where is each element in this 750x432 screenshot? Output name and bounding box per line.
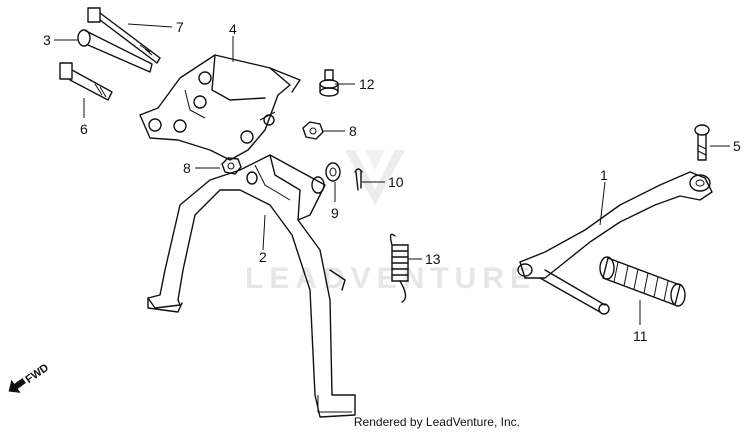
callout-8-upper: 8 [349, 123, 357, 139]
washer-9 [325, 162, 341, 182]
forward-arrow-icon [8, 378, 26, 393]
bolt-3 [77, 29, 153, 73]
callout-5: 5 [733, 138, 741, 154]
bolt-5 [694, 124, 710, 161]
nut-8-lower [221, 157, 242, 175]
bolt-7 [87, 7, 161, 64]
cotter-pin-10 [354, 168, 363, 191]
watermark-text: LEADVENTURE [245, 262, 536, 295]
callout-12: 12 [359, 76, 375, 92]
main-stand-2 [147, 154, 356, 418]
callout-7: 7 [176, 19, 184, 35]
bolt-6 [59, 62, 113, 101]
nut-8-upper [302, 121, 324, 140]
spring-13 [389, 233, 409, 303]
watermark: LEADVENTURE [245, 150, 536, 295]
callout-8-lower: 8 [183, 160, 191, 176]
callout-11: 11 [633, 328, 648, 344]
callout-1: 1 [600, 167, 608, 183]
fwd-arrow: FWD [8, 362, 51, 393]
callouts: 7 3 4 12 6 8 8 10 9 2 13 1 5 11 [43, 19, 741, 344]
leader-lines [54, 23, 730, 325]
rubber-12 [319, 69, 339, 97]
callout-2: 2 [259, 249, 267, 265]
callout-13: 13 [425, 251, 441, 267]
render-credit: Rendered by LeadVenture, Inc. [353, 415, 520, 429]
rubber-grip-11 [599, 256, 686, 307]
kick-arm-1 [517, 171, 713, 315]
callout-6: 6 [80, 121, 88, 137]
callout-4: 4 [229, 21, 237, 37]
callout-3: 3 [43, 32, 51, 48]
callout-9: 9 [331, 205, 339, 221]
fwd-label: FWD [24, 362, 51, 386]
callout-10: 10 [388, 174, 404, 190]
bracket-4 [139, 54, 301, 161]
